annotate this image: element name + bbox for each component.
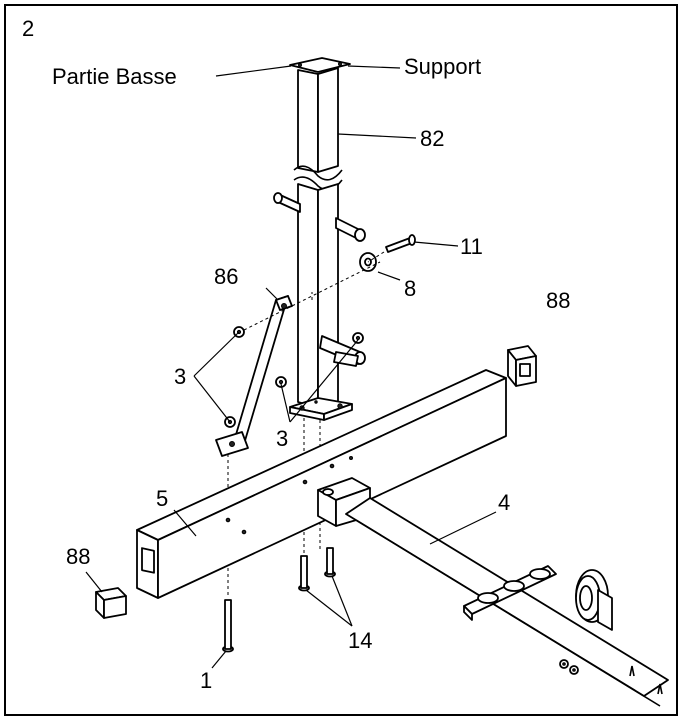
bolt-11 (385, 234, 416, 253)
label-82: 82 (420, 126, 444, 151)
label-14: 14 (348, 628, 372, 653)
label-3-center: 3 (276, 426, 288, 451)
label-1: 1 (200, 668, 212, 693)
label-4: 4 (498, 490, 510, 515)
label-11: 11 (460, 234, 483, 259)
bracket-86 (215, 295, 293, 457)
label-support: Support (404, 54, 481, 79)
upright-82 (273, 57, 366, 421)
end-cap-88-right (507, 345, 537, 387)
bolt-1 (222, 599, 234, 653)
label-3-left: 3 (174, 364, 186, 389)
label-8: 8 (404, 276, 416, 301)
bolts-14 (298, 547, 336, 592)
end-cap-88-left (95, 587, 127, 619)
leader-lines (85, 65, 497, 669)
label-5: 5 (156, 486, 168, 511)
part-labels: 2 Partie Basse Support 82 11 86 8 88 3 3… (22, 16, 570, 693)
label-88-left: 88 (66, 544, 90, 569)
label-86: 86 (214, 264, 238, 289)
step-number: 2 (22, 16, 34, 41)
label-88-right: 88 (546, 288, 570, 313)
label-partie-basse: Partie Basse (52, 64, 177, 89)
frame-4 (317, 477, 669, 707)
diagram-frame (4, 4, 678, 716)
